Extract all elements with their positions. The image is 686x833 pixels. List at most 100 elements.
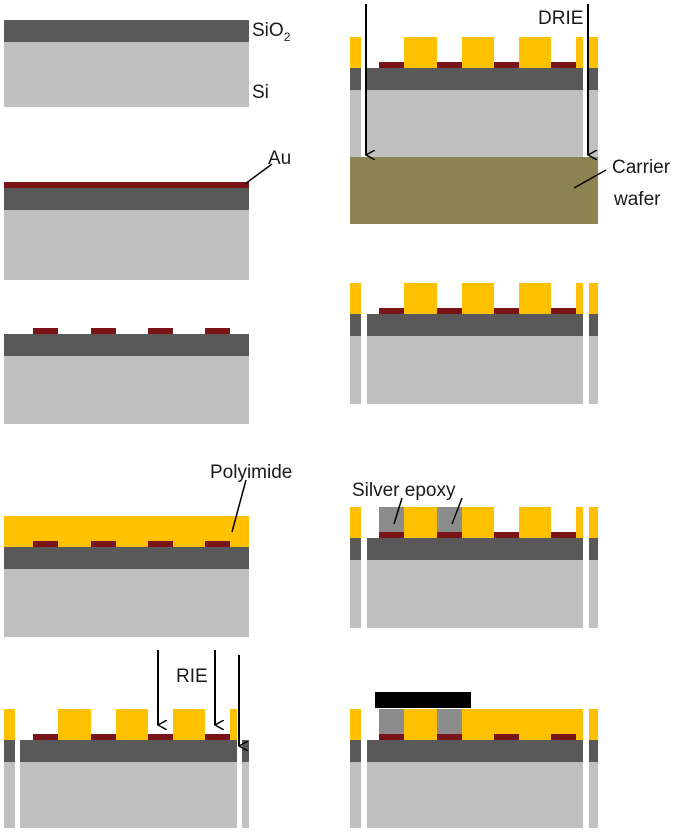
si-substrate: [367, 762, 583, 828]
au-pad: [494, 734, 519, 740]
au-label: Au: [268, 148, 291, 169]
si-label: Si: [252, 82, 269, 103]
au-pad: [33, 541, 58, 547]
sio2-layer: [367, 740, 583, 762]
au-pad: [148, 541, 173, 547]
polyimide-block: [116, 709, 148, 740]
si-substrate: [350, 90, 598, 157]
polyimide-block: [173, 709, 205, 740]
polyimide-block: [350, 283, 361, 314]
au-pad: [33, 328, 58, 334]
au-pad: [437, 734, 462, 740]
trench: [237, 709, 242, 828]
polyimide-block: [4, 709, 15, 740]
si-substrate: [4, 210, 249, 280]
sio2-layer: [589, 538, 598, 560]
sio2-layer: [4, 547, 249, 569]
sio2-label: SiO2: [252, 20, 291, 44]
step-6-drie-on-carrier: [350, 37, 598, 224]
polyimide-block: [589, 507, 598, 538]
si-substrate: [367, 336, 583, 404]
si-substrate: [589, 762, 598, 828]
polyimide-block: [230, 709, 237, 740]
si-substrate: [350, 762, 361, 828]
au-pad: [494, 62, 519, 68]
polyimide-block: [404, 507, 437, 538]
sio2-layer: [4, 20, 249, 42]
si-substrate: [4, 569, 249, 637]
step-5-rie-etch: [4, 709, 249, 828]
au-pad: [437, 308, 462, 314]
trench: [15, 709, 20, 828]
step-1-oxidized-wafer: [4, 20, 249, 107]
polyimide-block: [519, 37, 551, 68]
rie-label: RIE: [176, 666, 208, 687]
step-9-die-attached: [350, 692, 598, 828]
au-pad: [551, 532, 576, 538]
si-substrate: [4, 42, 249, 107]
si-substrate: [589, 336, 598, 404]
carrier-leader-line: [573, 169, 607, 189]
au-pad: [551, 308, 576, 314]
silver-epoxy-leader-line: [451, 497, 463, 525]
polyimide-block: [462, 37, 494, 68]
au-pad: [494, 308, 519, 314]
polyimide-label: Polyimide: [210, 462, 292, 483]
si-substrate: [589, 560, 598, 628]
si-substrate: [4, 762, 249, 828]
au-pad: [148, 328, 173, 334]
sio2-layer: [350, 68, 598, 90]
sio2-layer: [350, 538, 361, 560]
polyimide-block: [404, 283, 437, 314]
polyimide-block: [576, 507, 583, 538]
step-8-silver-epoxy: [350, 507, 598, 628]
polyimide-block: [350, 507, 361, 538]
silver-epoxy-fill: [437, 709, 462, 734]
silver-epoxy-fill: [379, 507, 404, 532]
sio2-layer: [589, 740, 598, 762]
au-pad: [148, 734, 173, 740]
si-substrate: [4, 356, 249, 424]
au-pad: [494, 532, 519, 538]
au-pad: [205, 734, 230, 740]
polyimide-block: [519, 507, 551, 538]
au-pad: [379, 734, 404, 740]
au-pad: [205, 541, 230, 547]
drie-label: DRIE: [538, 8, 583, 29]
sio2-layer: [367, 538, 583, 560]
au-pad: [379, 62, 404, 68]
trench: [583, 37, 589, 157]
polyimide-block: [519, 283, 551, 314]
step-2-gold-deposition: [4, 182, 249, 280]
polyimide-block: [462, 283, 494, 314]
silver-epoxy-fill: [379, 709, 404, 734]
au-leader-line: [244, 163, 273, 185]
carrier-label-line2: wafer: [613, 189, 661, 210]
polyimide-block: [576, 283, 583, 314]
sio2-layer: [4, 188, 249, 210]
step-4-polyimide-coating: [4, 516, 249, 637]
si-substrate: [350, 336, 361, 404]
silver-epoxy-fill: [437, 507, 462, 532]
au-pad: [379, 308, 404, 314]
au-pad: [551, 62, 576, 68]
polyimide-block: [576, 37, 583, 68]
au-pad: [205, 328, 230, 334]
polyimide-block: [404, 709, 437, 740]
polyimide-block: [589, 283, 598, 314]
sio2-layer: [367, 314, 583, 336]
au-pad: [91, 734, 116, 740]
sio2-layer: [4, 334, 249, 356]
au-pad: [33, 734, 58, 740]
silver-epoxy-leader-line: [393, 497, 403, 525]
sio2-layer: [589, 314, 598, 336]
au-pad: [437, 532, 462, 538]
polyimide-block: [350, 37, 361, 68]
si-substrate: [367, 560, 583, 628]
au-pad: [437, 62, 462, 68]
die-chip: [375, 692, 471, 708]
au-pad: [91, 541, 116, 547]
polyimide-block: [589, 37, 598, 68]
polyimide-block: [462, 507, 494, 538]
